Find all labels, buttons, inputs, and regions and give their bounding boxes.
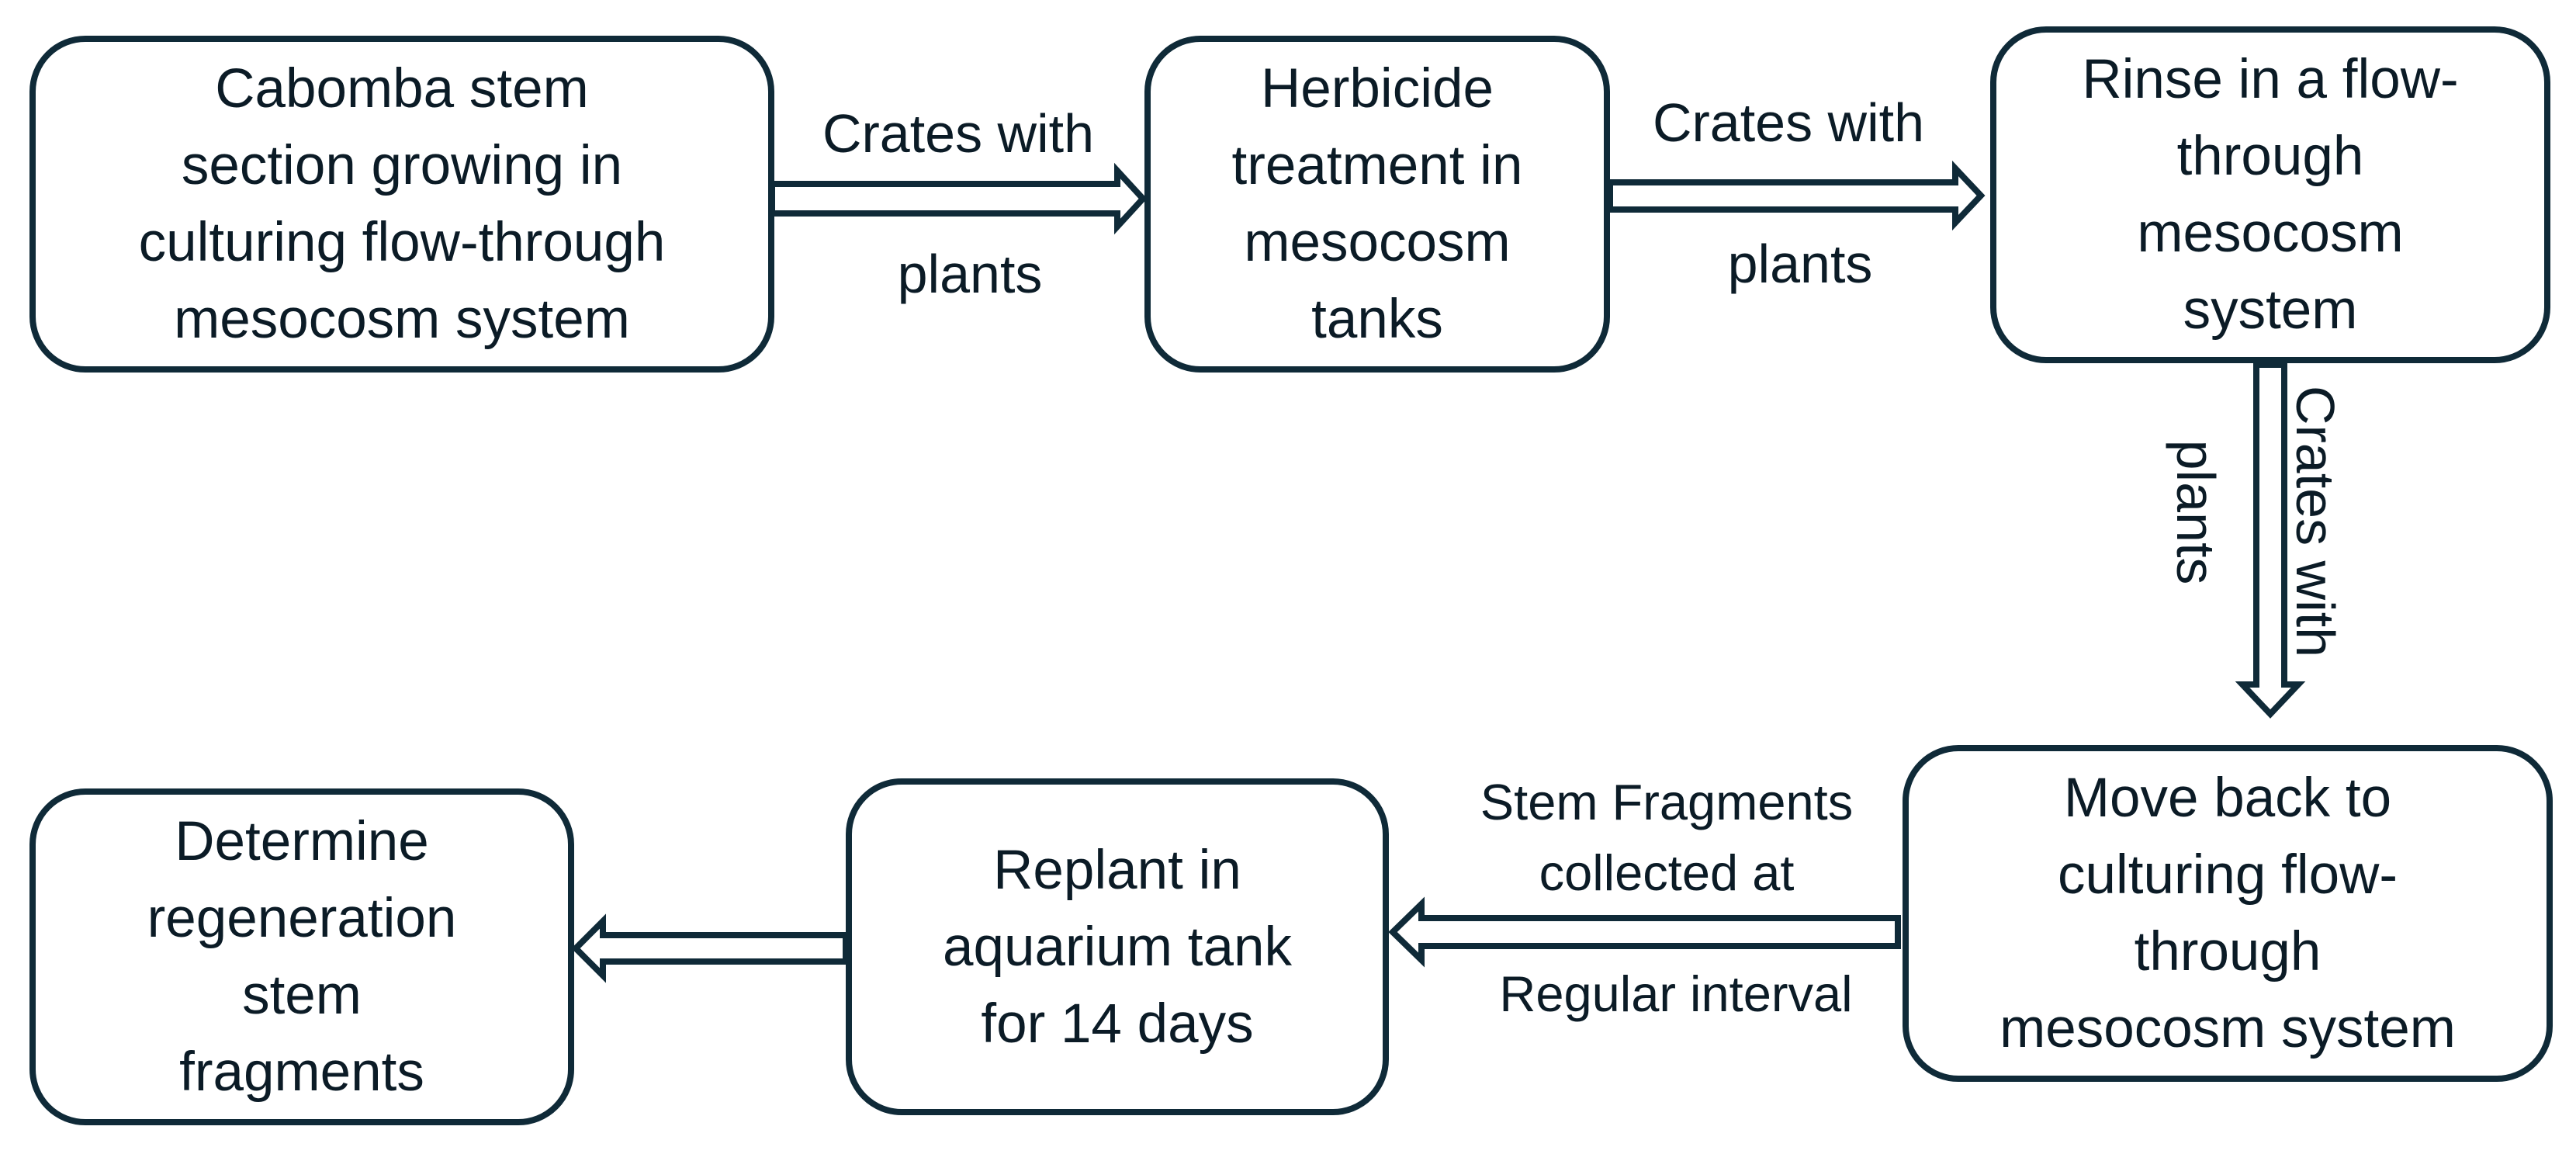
edge-label-4-bottom: Regular interval [1499, 965, 1853, 1022]
step-rinse-box: Rinse in a flow- through mesocosm system [1990, 26, 2550, 363]
step-determine-box: Determine regeneration stem fragments [29, 788, 574, 1125]
edge-label-4-line2: collected at [1539, 844, 1795, 901]
edge-label-3-left: plants [2166, 439, 2226, 585]
step-replant-text: Replant in aquarium tank for 14 days [943, 839, 1292, 1055]
arrow-culture-to-herbicide [769, 162, 1148, 235]
arrow-herbicide-to-rinse [1607, 160, 1986, 231]
edge-label-1-top: Crates with [822, 103, 1095, 164]
arrow-rinse-to-move-back [2235, 362, 2306, 719]
edge-label-1-bottom: plants [897, 244, 1043, 304]
step-determine-text: Determine regeneration stem fragments [147, 811, 457, 1103]
step-herbicide-text: Herbicide treatment in mesocosm tanks [1231, 58, 1523, 350]
step-culture-text: Cabomba stem section growing in culturin… [138, 58, 666, 350]
step-culture-box: Cabomba stem section growing in culturin… [29, 36, 774, 373]
edge-label-2-bottom: plants [1727, 234, 1873, 294]
arrow-move-back-to-replant [1388, 896, 1901, 968]
step-move-back-box: Move back to culturing flow- through mes… [1903, 745, 2553, 1082]
step-herbicide-box: Herbicide treatment in mesocosm tanks [1144, 36, 1610, 373]
edge-label-2-top: Crates with [1652, 92, 1925, 153]
arrow-replant-to-determine [571, 913, 849, 983]
step-replant-box: Replant in aquarium tank for 14 days [846, 778, 1389, 1115]
edge-label-4-line1: Stem Fragments [1480, 774, 1854, 830]
step-move-back-text: Move back to culturing flow- through mes… [2000, 768, 2456, 1059]
edge-label-3-right: Crates with [2285, 385, 2346, 658]
step-rinse-text: Rinse in a flow- through mesocosm system [2082, 49, 2459, 341]
